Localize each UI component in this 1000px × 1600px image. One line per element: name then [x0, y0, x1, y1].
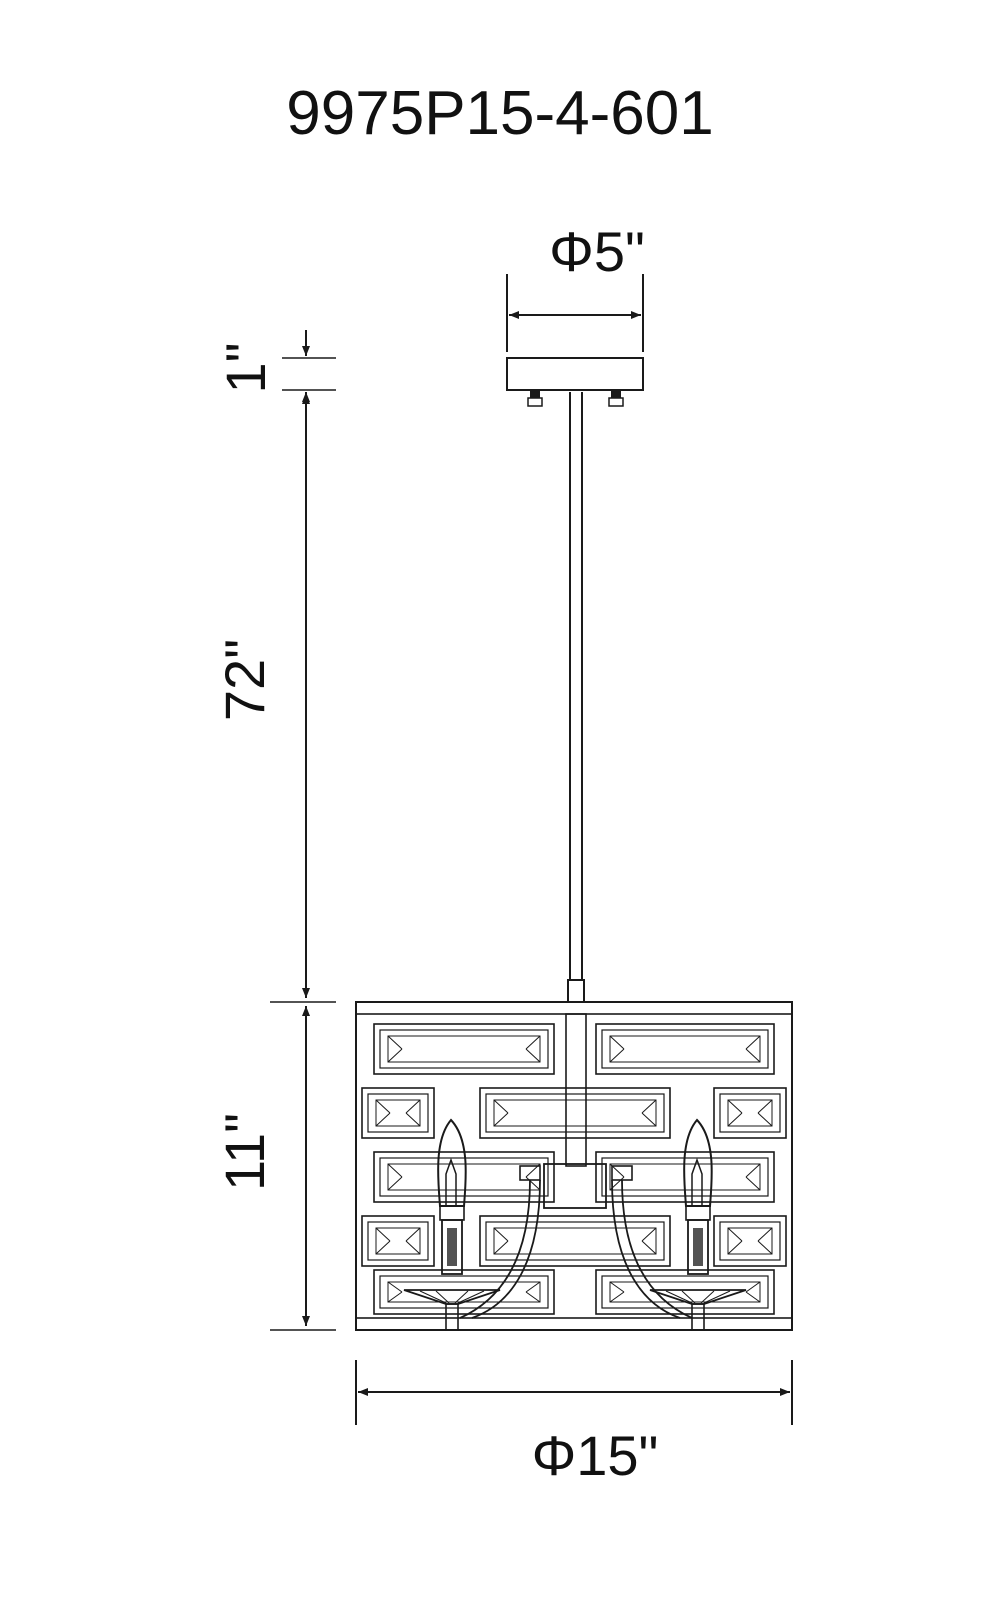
crystal-facet-line [745, 1048, 761, 1063]
crystal-facet-line [387, 1035, 403, 1050]
crystal-facet-line [641, 1099, 657, 1114]
crystal-facet-line [405, 1112, 421, 1127]
crystal-panel [719, 1221, 781, 1261]
crystal-panel [387, 1035, 541, 1063]
shade-diameter-label: Φ15" [531, 1424, 659, 1487]
crystal-panel [493, 1099, 657, 1127]
crystal-panel-grid [361, 1023, 787, 1315]
crystal-panel [387, 1163, 541, 1191]
crystal-facet-line [493, 1240, 509, 1255]
canopy-height-label: 1" [214, 342, 277, 394]
crystal-panel [479, 1087, 671, 1139]
crystal-facet-line [405, 1099, 421, 1114]
crystal-facet-line [525, 1035, 541, 1050]
left-candle-light [403, 1118, 501, 1331]
crystal-facet-line [405, 1227, 421, 1242]
crystal-facet-line [375, 1227, 391, 1242]
vertical-dimension-chain [270, 330, 336, 1331]
crystal-facet-line [375, 1112, 391, 1127]
crystal-facet-line [387, 1048, 403, 1063]
crystal-panel [373, 1023, 555, 1075]
crystal-facet-line [493, 1112, 509, 1127]
crystal-facet-line [757, 1099, 773, 1114]
crystal-facet-line [387, 1176, 403, 1191]
crystal-facet-line [609, 1048, 625, 1063]
crystal-facet-line [609, 1281, 625, 1293]
crystal-panel [373, 1269, 555, 1315]
canopy [506, 357, 644, 407]
crystal-facet-line [727, 1099, 743, 1114]
crystal-panel [375, 1099, 421, 1127]
shade-frame [355, 1001, 793, 1331]
crystal-facet-line [525, 1291, 541, 1303]
model-number: 9975P15-4-601 [286, 79, 714, 148]
crystal-facet-line [405, 1240, 421, 1255]
crystal-facet-line [609, 1035, 625, 1050]
crystal-facet-line [745, 1176, 761, 1191]
crystal-panel [485, 1093, 665, 1133]
crystal-facet-line [641, 1240, 657, 1255]
crystal-facet-line [375, 1240, 391, 1255]
crystal-panel [361, 1215, 435, 1267]
crystal-panel [479, 1215, 671, 1267]
crystal-facet-line [757, 1112, 773, 1127]
crystal-panel [361, 1087, 435, 1139]
crystal-panel [727, 1227, 773, 1255]
crystal-facet-line [757, 1227, 773, 1242]
crystal-panel [367, 1221, 429, 1261]
crystal-facet-line [387, 1291, 403, 1303]
canopy-diameter-label: Φ5" [549, 220, 645, 283]
crystal-facet-line [745, 1163, 761, 1178]
crystal-facet-line [493, 1227, 509, 1242]
crystal-facet-line [757, 1240, 773, 1255]
crystal-facet-line [525, 1176, 541, 1191]
crystal-facet-line [525, 1048, 541, 1063]
crystal-facet-line [745, 1281, 761, 1293]
shade-diameter-dimension [355, 1360, 793, 1425]
crystal-panel [493, 1227, 657, 1255]
crystal-facet-line [641, 1112, 657, 1127]
crystal-facet-line [641, 1227, 657, 1242]
crystal-facet-line [727, 1240, 743, 1255]
crystal-facet-line [375, 1099, 391, 1114]
crystal-panel [719, 1093, 781, 1133]
crystal-facet-line [525, 1281, 541, 1293]
crystal-facet-line [493, 1099, 509, 1114]
crystal-facet-line [727, 1112, 743, 1127]
body-height-label: 11" [213, 1113, 276, 1192]
crystal-panel [485, 1221, 665, 1261]
crystal-facet-line [745, 1291, 761, 1303]
down-rod [567, 392, 585, 1003]
canopy-diameter-dimension [506, 274, 644, 352]
crystal-panel [713, 1087, 787, 1139]
center-cluster [459, 1013, 693, 1319]
crystal-panel [595, 1023, 775, 1075]
crystal-facet-line [609, 1291, 625, 1303]
crystal-panel [379, 1275, 549, 1309]
crystal-facet-line [727, 1227, 743, 1242]
crystal-facet-line [387, 1281, 403, 1293]
crystal-panel [379, 1029, 549, 1069]
crystal-facet-line [387, 1163, 403, 1178]
crystal-panel [367, 1093, 429, 1133]
right-candle-light [649, 1118, 747, 1331]
crystal-panel [375, 1227, 421, 1255]
crystal-facet-line [745, 1035, 761, 1050]
crystal-panel [727, 1099, 773, 1127]
crystal-panel [713, 1215, 787, 1267]
crystal-panel [601, 1275, 769, 1309]
crystal-panel [609, 1035, 761, 1063]
crystal-panel [601, 1029, 769, 1069]
rod-length-label: 72" [213, 638, 276, 722]
